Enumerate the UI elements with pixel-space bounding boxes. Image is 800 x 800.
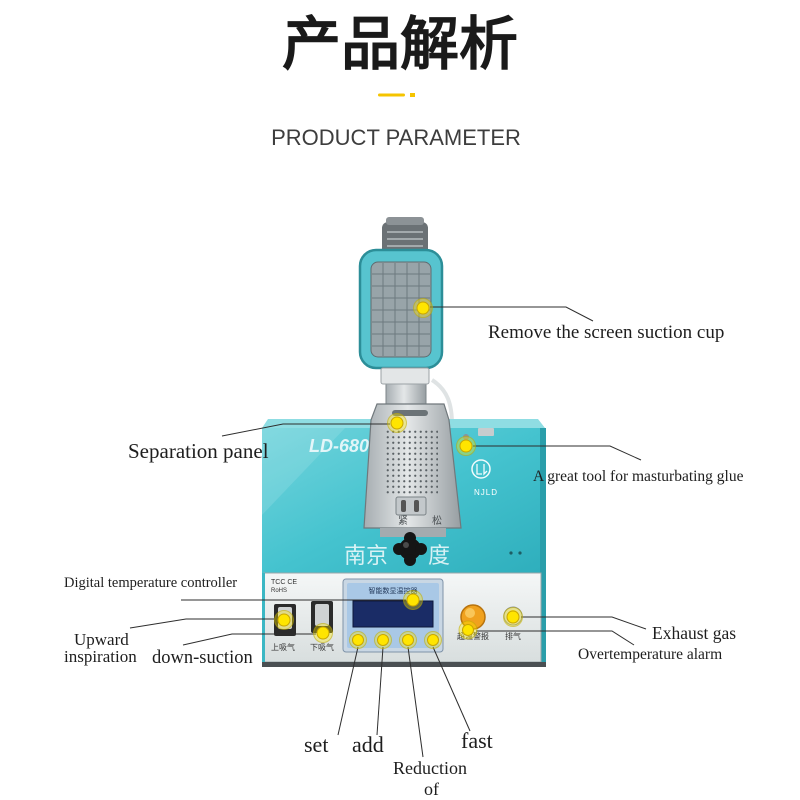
certification-label: RoHS [271, 588, 287, 594]
leader-overtemperature-alarm [476, 630, 635, 646]
leader-upward-inspiration [129, 618, 277, 629]
leader-set [337, 646, 359, 736]
callout-markers [274, 298, 523, 649]
callout-labels: Remove the screen suction cup Separation… [64, 322, 744, 799]
leader-down-suction [182, 633, 316, 646]
brand-logo-mark [476, 464, 488, 476]
marker-set [349, 631, 367, 649]
label-glue-tool: A great tool for masturbating glue [533, 468, 744, 485]
certification-label: TCC CE [271, 579, 297, 586]
leader-reduction [407, 646, 424, 758]
marker-suction-cup [413, 298, 433, 318]
marker-exhaust-gas [503, 607, 523, 627]
page-title: 产品解析 [282, 10, 518, 78]
marker-reduction [399, 631, 417, 649]
exhaust-label: 排气 [505, 631, 521, 641]
top-bracket [478, 428, 494, 436]
machine-body-sheen [262, 428, 345, 515]
marker-separation-panel [387, 413, 407, 433]
control-panel-edge [262, 573, 265, 663]
plate-loose-label: 松 [432, 514, 442, 527]
leader-exhaust-gas [521, 616, 647, 630]
label-down-suction: down-suction [152, 648, 253, 668]
marker-temperature-controller [403, 590, 423, 610]
title-accent-dot [410, 93, 415, 97]
marker-overtemperature-alarm [458, 620, 478, 640]
label-exhaust-gas: Exhaust gas [652, 623, 736, 643]
suction-cup-grid [372, 263, 430, 356]
temperature-display-screen [352, 600, 434, 628]
title-accent-bar [378, 93, 405, 97]
switch-up-label: 上吸气 [271, 642, 295, 652]
leader-separation-panel [221, 423, 390, 437]
marker-glue-tool [456, 436, 476, 456]
title-accent [378, 93, 415, 97]
label-temperature-controller: Digital temperature controller [64, 575, 237, 591]
label-suction-cup: Remove the screen suction cup [488, 322, 724, 343]
marker-down-suction [313, 623, 333, 643]
label-fast: fast [461, 728, 493, 753]
plate-tight-label: 紧 [398, 515, 408, 527]
switch-down-label: 下吸气 [310, 642, 334, 652]
arm-cap [386, 217, 424, 225]
suction-arm [358, 217, 444, 413]
body-screw [509, 551, 513, 555]
marker-upward-inspiration [274, 610, 294, 630]
leader-add [376, 646, 384, 736]
clamp-knob [393, 532, 427, 566]
cup-hinge-block [380, 367, 430, 385]
model-label: LD-680 [309, 436, 369, 456]
label-upward-inspiration-line2: inspiration [64, 647, 137, 666]
label-reduction-line2: of [424, 779, 439, 799]
label-upward-inspiration-line1: Upward [74, 630, 129, 649]
switch-lever [315, 604, 329, 626]
plate-clamp-slot [401, 500, 406, 512]
label-set: set [304, 732, 328, 757]
label-overtemperature-alarm: Overtemperature alarm [578, 646, 722, 663]
separation-plate: 紧 松 [363, 403, 462, 537]
leader-glue-tool [473, 445, 642, 461]
brand-logo-emblem [471, 459, 491, 479]
label-reduction-line1: Reduction [393, 758, 467, 778]
plate-clamp-slot [414, 500, 419, 512]
plate-base [380, 528, 446, 537]
label-separation-panel: Separation panel [128, 439, 269, 463]
brand-logo: NJLD [471, 459, 498, 497]
label-add: add [352, 732, 384, 757]
body-screw [518, 551, 522, 555]
marker-fast [424, 631, 442, 649]
page-subtitle: PRODUCT PARAMETER [271, 125, 521, 150]
leader-fast [432, 646, 471, 732]
marker-add [374, 631, 392, 649]
brand-logo-text: NJLD [474, 488, 498, 497]
machine-base [262, 662, 546, 667]
plate-hole-field [384, 428, 438, 494]
brand-label-right: 度 [428, 544, 450, 569]
leader-suction-cup [430, 306, 594, 322]
alarm-knob-highlight [465, 608, 475, 618]
machine-side [540, 428, 546, 664]
plate-clamp [395, 496, 427, 516]
callout-lines [129, 306, 647, 758]
brand-label-left: 南京 [344, 544, 388, 569]
alarm-label: 超温警报 [457, 631, 489, 641]
controller-label: 智能数显温控器 [369, 586, 418, 595]
